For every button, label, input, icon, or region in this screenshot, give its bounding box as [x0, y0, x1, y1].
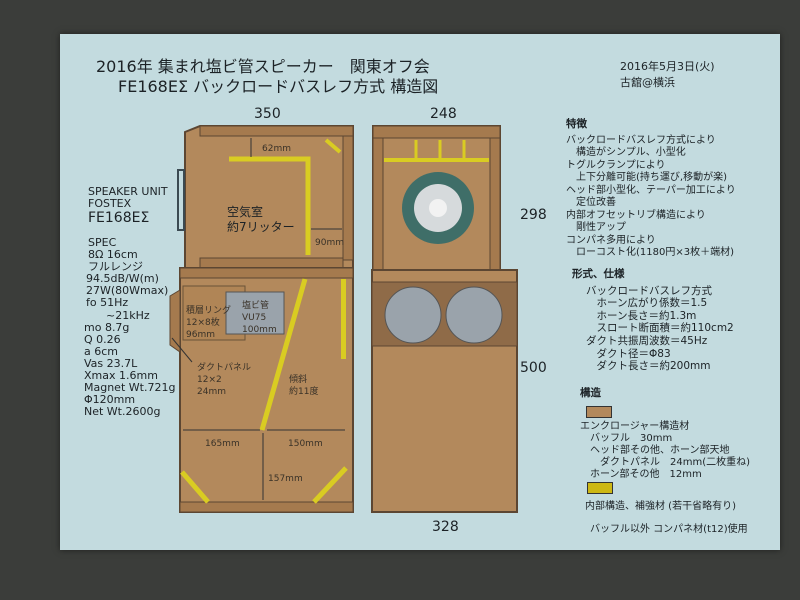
dim-165: 165mm [205, 439, 240, 449]
pipe-l3: 100mm [242, 325, 277, 335]
spec-item: mo 8.7g [84, 320, 130, 334]
spec-item: Magnet Wt.721g [84, 381, 176, 395]
spec-item: Xmax 1.6mm [84, 369, 158, 383]
spec-form-line: ダクト共振周波数＝45Hz [586, 334, 708, 347]
author: 古舘@横浜 [620, 76, 675, 89]
enclosure-line: エンクロージャー構造材 [580, 421, 690, 432]
features-block: 特徴 バックロードバスレフ方式により 構造がシンプル、小型化 トグルクランプによ… [566, 118, 736, 260]
pipe-l1: 塩ビ管 [242, 301, 270, 311]
duct-l2: 12×2 [197, 375, 222, 385]
date: 2016年5月3日(火) [620, 60, 715, 73]
feature-line: 上下分離可能(持ち運び,移動が楽) [566, 172, 727, 183]
feature-line: トグルクランプにより [566, 159, 666, 171]
spec-item: Q 0.26 [84, 332, 121, 346]
title-line1: 2016年 集まれ塩ビ管スピーカー 関東オフ会 [96, 57, 430, 76]
ring-l2: 12×8枚 [186, 318, 220, 328]
spec-item: Vas 23.7L [84, 356, 138, 370]
spec-item: Φ120mm [84, 393, 136, 407]
yellow-swatch [587, 482, 613, 494]
feature-line: コンパネ多用により [566, 234, 656, 246]
enclosure-line: バッフル 30mm [580, 433, 673, 444]
spec-form-line: ダクト径＝Φ83 [586, 347, 671, 360]
duct-l1: ダクトパネル [197, 363, 252, 373]
spec-form-line: ホーン長さ＝約1.3m [586, 309, 697, 322]
ring-l1: 積層リング [186, 306, 232, 316]
dim-front-width: 248 [430, 106, 457, 122]
feature-line: 内部オフセットリブ構造により [566, 209, 706, 221]
feature-line: 剛性アップ [566, 222, 626, 233]
internal-structure-note: 内部構造、補強材 (若干省略有り) [585, 501, 736, 512]
enclosure-line: ヘッド部その他、ホーン部天地 [580, 445, 730, 456]
material-note: バッフル以外 コンパネ材(t12)使用 [590, 524, 748, 535]
spec-form-line: スロート断面積＝約110cm2 [586, 322, 734, 335]
feature-line: ヘッド部小型化、テーパー加工により [566, 184, 736, 196]
ring-label: 積層リング 12×8枚 96mm [186, 305, 231, 341]
pipe-label: 塩ビ管 VU75 100mm [242, 300, 277, 336]
pipe-l2: VU75 [242, 313, 267, 323]
feature-line: ローコスト化(1180円×3枚＋端材) [566, 247, 734, 258]
air-volume: 約7リッター [227, 220, 295, 234]
dim-side-width: 350 [254, 106, 281, 122]
air-chamber: 空気室 [227, 205, 264, 219]
spec-item: 8Ω 16cm [88, 248, 138, 262]
feature-line: 構造がシンプル、小型化 [566, 147, 686, 158]
spec-form-line: バックロードバスレフ方式 [586, 284, 712, 297]
title-line2: FE168EΣ バックロードバスレフ方式 構造図 [118, 77, 439, 96]
front-body [371, 269, 518, 513]
dim-62: 62mm [262, 144, 291, 154]
spec-block: SPEC 8Ω 16cm フルレンジ 94.5dB/W(m) 27W(80Wma… [84, 236, 176, 419]
spec-item: fo 51Hz [86, 296, 129, 310]
enclosure-line: ホーン部その他 12mm [580, 469, 702, 480]
dim-157: 157mm [268, 474, 303, 484]
duct-l3: 24mm [197, 387, 226, 397]
structure-title: 構造 [580, 387, 601, 399]
features-title: 特徴 [566, 118, 587, 130]
unit-label1: SPEAKER UNIT [88, 185, 168, 198]
spec-item: a 6cm [84, 344, 118, 358]
feature-line: バックロードバスレフ方式により [566, 134, 716, 146]
unit-label2: FOSTEX [88, 197, 132, 210]
duct-label: ダクトパネル 12×2 24mm [197, 362, 251, 398]
front-head [372, 125, 501, 271]
spec-form-line: ホーン広がり係数＝1.5 [586, 297, 708, 310]
spec-form-title: 形式、仕様 [572, 268, 625, 280]
dim-head-height: 298 [520, 207, 547, 223]
spec-title: SPEC [88, 236, 117, 249]
spec-item: Net Wt.2600g [84, 405, 161, 419]
enclosure-line: ダクトパネル 24mm(二枚重ね) [580, 457, 751, 468]
air-chamber-label: 空気室約7リッター [227, 205, 295, 235]
dim-90: 90mm [315, 238, 344, 248]
unit-model: FE168EΣ [88, 210, 150, 226]
speaker-unit-block: SPEAKER UNIT FOSTEX FE168EΣ [88, 186, 168, 227]
spec-item: ~21kHz [84, 308, 150, 322]
dim-bottom-width: 328 [432, 519, 459, 535]
spec-item: 94.5dB/W(m) [86, 272, 159, 286]
side-head [177, 125, 354, 269]
spec-item: 27W(80Wmax) [86, 284, 169, 298]
dim-body-height: 500 [520, 360, 547, 376]
wood-swatch [586, 406, 612, 418]
slope-l1: 傾斜 [289, 375, 308, 385]
spec-form-line: ダクト長さ＝約200mm [586, 360, 711, 373]
ring-l3: 96mm [186, 330, 215, 340]
spec-form-block: 形式、仕様 バックロードバスレフ方式 ホーン広がり係数＝1.5 ホーン長さ＝約1… [572, 268, 734, 373]
side-body [169, 267, 354, 513]
dim-150: 150mm [288, 439, 323, 449]
spec-item: フルレンジ [88, 260, 143, 274]
slope-l2: 約11度 [289, 387, 319, 397]
feature-line: 定位改善 [566, 197, 616, 208]
slope-label: 傾斜約11度 [289, 374, 318, 398]
enclosure-lines: エンクロージャー構造材 バッフル 30mm ヘッド部その他、ホーン部天地 ダクト… [580, 421, 750, 481]
